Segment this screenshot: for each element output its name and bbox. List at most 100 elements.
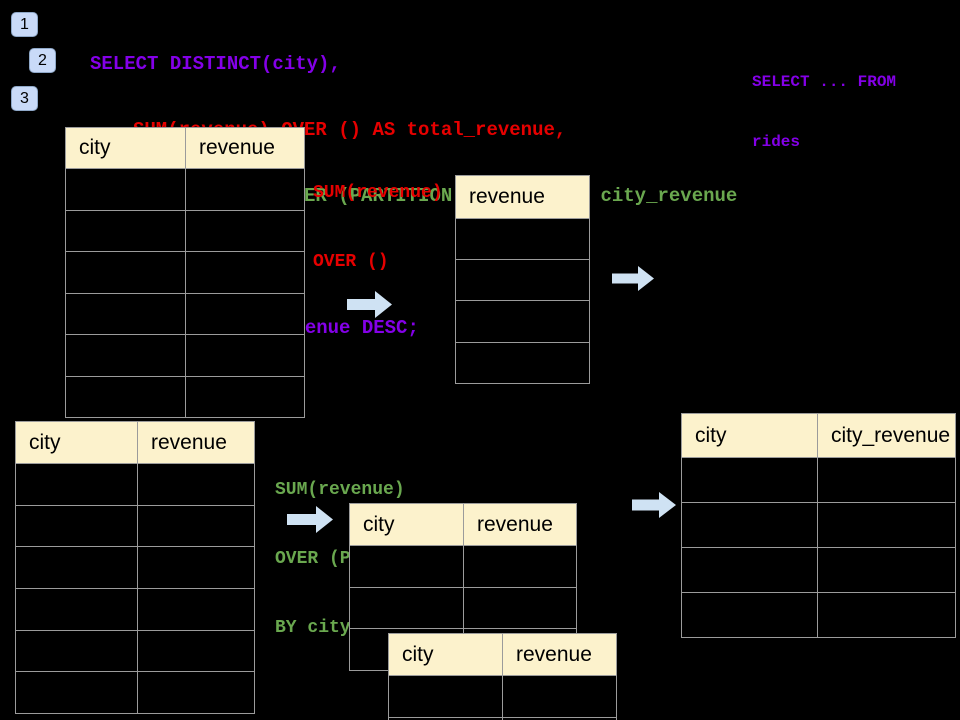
- empty-cell: [185, 168, 305, 211]
- column-header-city: city: [349, 503, 464, 546]
- empty-cell: [65, 334, 186, 377]
- step-badge-3: 3: [11, 86, 38, 111]
- empty-cell: [185, 251, 305, 294]
- table-row: [65, 292, 305, 335]
- empty-cell: [817, 502, 956, 548]
- arrow-right-icon: [347, 291, 392, 318]
- table-header-row: city revenue: [388, 633, 617, 676]
- empty-cell: [349, 545, 464, 588]
- step-badge-1: 1: [11, 12, 38, 37]
- select-from-note-line2: rides: [752, 133, 801, 151]
- empty-cell: [349, 586, 464, 630]
- empty-cell: [65, 209, 186, 252]
- table-header-row: city revenue: [349, 503, 577, 546]
- empty-cell: [65, 375, 186, 418]
- empty-cell: [681, 502, 818, 548]
- empty-cell: [455, 341, 590, 384]
- empty-cell: [185, 334, 305, 377]
- empty-cell: [185, 209, 305, 252]
- table-total-revenue: revenue: [455, 175, 590, 384]
- table-row: [15, 504, 255, 548]
- empty-cell: [15, 463, 138, 506]
- table-source-top: city revenue: [65, 127, 305, 418]
- column-header-city: city: [15, 421, 138, 464]
- empty-cell: [137, 588, 255, 631]
- table-header-row: city revenue: [15, 421, 255, 464]
- arrow-right-icon: [287, 506, 333, 533]
- table-row: [65, 251, 305, 294]
- table-row: [681, 592, 956, 638]
- empty-cell: [65, 292, 186, 335]
- table-row: [455, 300, 590, 343]
- empty-cell: [455, 259, 590, 302]
- empty-cell: [137, 671, 255, 715]
- table-row: [65, 375, 305, 418]
- empty-cell: [137, 629, 255, 673]
- annotation-sum-over-all-line1: SUM(revenue): [313, 183, 443, 203]
- arrow-right-icon: [612, 266, 654, 291]
- table-result-right: city city_revenue: [681, 413, 956, 638]
- table-header-row: city city_revenue: [681, 413, 956, 458]
- table-partition-overlay: city revenue: [388, 633, 617, 720]
- sql-line-select: SELECT DISTINCT(city),: [90, 53, 341, 75]
- table-row: [455, 259, 590, 302]
- table-row: [15, 546, 255, 590]
- column-header-city: city: [681, 413, 818, 458]
- empty-cell: [502, 717, 617, 720]
- empty-cell: [15, 629, 138, 673]
- table-row: [388, 717, 617, 720]
- empty-cell: [681, 457, 818, 503]
- arrow-right-icon: [632, 492, 676, 518]
- column-header-revenue: revenue: [185, 127, 305, 169]
- table-row: [65, 334, 305, 377]
- empty-cell: [137, 546, 255, 590]
- select-from-note-line1: SELECT ... FROM: [752, 73, 897, 91]
- table-row: [15, 671, 255, 715]
- table-source-bottom: city revenue: [15, 421, 255, 715]
- column-header-revenue: revenue: [502, 633, 617, 676]
- empty-cell: [817, 457, 956, 503]
- column-header-city: city: [388, 633, 503, 676]
- empty-cell: [681, 592, 818, 638]
- empty-cell: [455, 217, 590, 261]
- table-row: [681, 547, 956, 593]
- empty-cell: [388, 675, 503, 718]
- empty-cell: [65, 168, 186, 211]
- empty-cell: [185, 292, 305, 335]
- column-header-city: city: [65, 127, 186, 169]
- empty-cell: [502, 675, 617, 718]
- annotation-sum-over-all: SUM(revenue) OVER (): [313, 136, 443, 320]
- column-header-city-revenue: city_revenue: [817, 413, 956, 458]
- table-row: [349, 586, 577, 630]
- table-row: [455, 341, 590, 384]
- empty-cell: [15, 504, 138, 548]
- annotation-sum-over-all-line2: OVER (): [313, 252, 389, 272]
- empty-cell: [455, 300, 590, 343]
- empty-cell: [463, 545, 577, 588]
- step-badge-2: 2: [29, 48, 56, 73]
- annotation-sum-over-partition-line3: BY city): [275, 618, 362, 638]
- empty-cell: [463, 586, 577, 630]
- column-header-revenue: revenue: [463, 503, 577, 546]
- table-row: [681, 502, 956, 548]
- empty-cell: [15, 588, 138, 631]
- table-row: [15, 588, 255, 631]
- table-header-row: revenue: [455, 175, 590, 219]
- annotation-sum-over-partition-line1: SUM(revenue): [275, 480, 405, 500]
- empty-cell: [817, 592, 956, 638]
- empty-cell: [15, 671, 138, 715]
- table-row: [349, 545, 577, 588]
- table-row: [65, 209, 305, 252]
- empty-cell: [65, 251, 186, 294]
- column-header-revenue: revenue: [455, 175, 590, 219]
- empty-cell: [817, 547, 956, 593]
- table-row: [455, 217, 590, 261]
- column-header-revenue: revenue: [137, 421, 255, 464]
- select-from-note: SELECT ... FROM rides: [752, 32, 896, 192]
- table-row: [15, 463, 255, 506]
- empty-cell: [185, 375, 305, 418]
- table-row: [681, 457, 956, 503]
- table-row: [65, 168, 305, 211]
- empty-cell: [137, 463, 255, 506]
